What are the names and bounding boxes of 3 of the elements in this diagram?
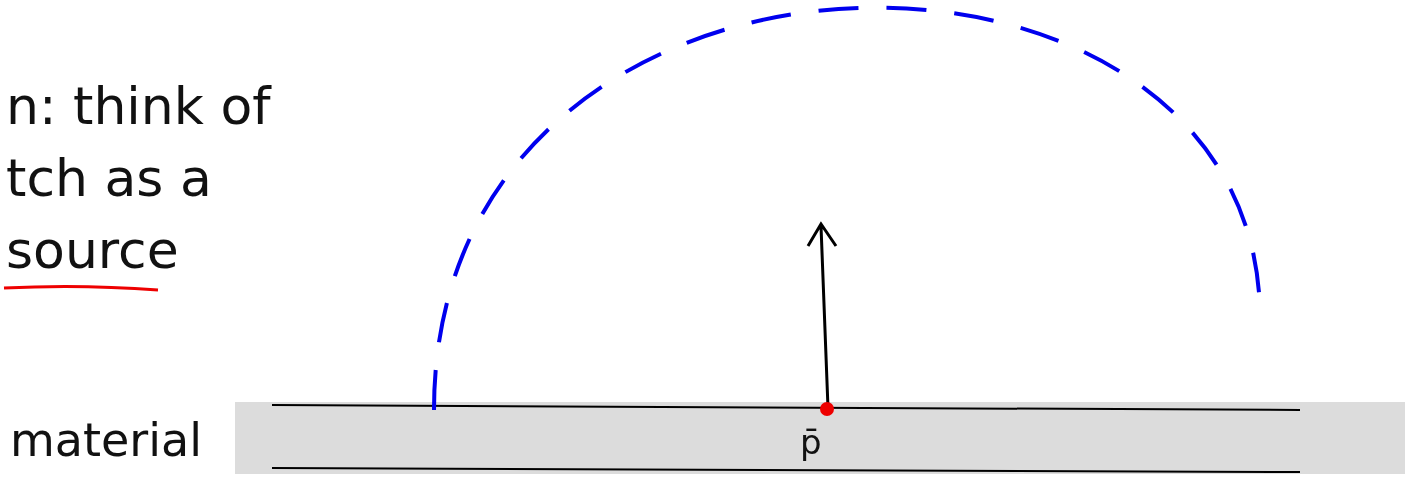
material-label: material (10, 412, 202, 469)
note-text: n: think of tch as a source (6, 75, 273, 282)
point-label: p̄ (800, 421, 822, 464)
